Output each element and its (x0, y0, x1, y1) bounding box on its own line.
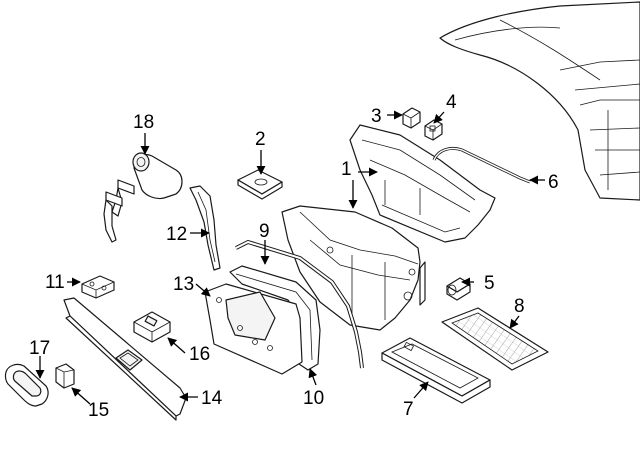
callout-6: 6 (548, 172, 559, 193)
mat-part (441, 307, 549, 371)
clip-part-3 (402, 107, 421, 129)
callout-11: 11 (45, 272, 65, 293)
callout-4: 4 (446, 92, 457, 113)
damper-part (446, 277, 471, 301)
callout-1: 1 (341, 159, 352, 180)
callout-13: 13 (173, 274, 194, 295)
handle-part (4, 363, 49, 407)
tray-part (381, 337, 491, 404)
glove-box-door-part (63, 297, 187, 421)
callout-3: 3 (371, 106, 382, 127)
callout-7: 7 (403, 399, 414, 420)
bumper-part (237, 169, 283, 200)
lock-cylinder-part (103, 152, 183, 243)
dashboard-outline (439, 1, 640, 201)
callout-labels: 1 2 3 4 5 6 7 8 9 10 11 12 13 14 15 16 1… (29, 92, 559, 421)
small-clip-part (55, 363, 75, 389)
hinge-part (81, 275, 115, 299)
door-frame-part (229, 265, 321, 371)
seal-part (235, 239, 364, 369)
callout-8: 8 (514, 296, 525, 317)
callout-5: 5 (484, 273, 495, 294)
callout-9: 9 (259, 221, 270, 242)
callout-16: 16 (189, 344, 210, 365)
callout-14: 14 (201, 388, 223, 409)
callout-18: 18 (133, 112, 154, 133)
callout-12: 12 (166, 224, 187, 245)
callout-2: 2 (255, 129, 266, 150)
callout-17: 17 (29, 338, 50, 359)
leader-lines (35, 110, 545, 405)
trim-strip-part (189, 185, 221, 271)
callout-15: 15 (88, 400, 109, 421)
rod-part (432, 146, 531, 184)
inner-panel-part (204, 283, 303, 375)
latch-part (133, 311, 171, 343)
clip-part-4 (424, 119, 443, 141)
callout-10: 10 (303, 388, 324, 409)
